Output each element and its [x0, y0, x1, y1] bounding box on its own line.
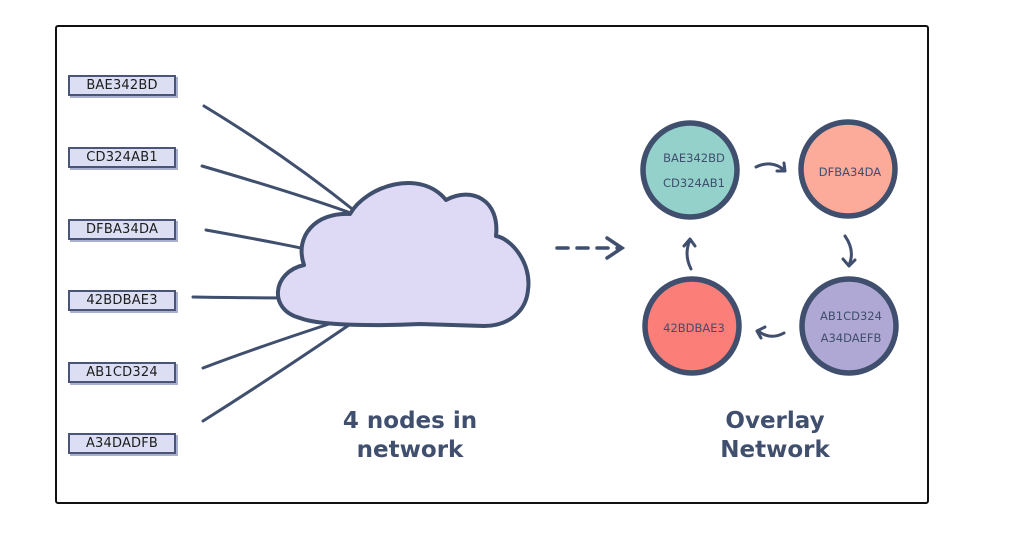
ring-arrow	[682, 237, 697, 271]
node-label: CD324AB1	[663, 176, 725, 190]
node-label: DFBA34DA	[819, 165, 882, 179]
node-label: BAE342BD	[663, 151, 725, 165]
ring-arrow	[841, 234, 857, 268]
ring-arrow	[754, 161, 787, 173]
network-cloud	[275, 181, 531, 328]
caption-network: 4 nodes in network	[320, 407, 500, 465]
caption-line: network	[356, 437, 464, 463]
connector-line	[201, 310, 370, 423]
node-id-box: DFBA34DA	[68, 219, 176, 240]
dashed-arrow	[555, 236, 626, 260]
overlay-node: 42BDBAE3	[642, 276, 742, 376]
node-id-box: 42BDBAE3	[68, 290, 176, 311]
node-id-box: BAE342BD	[68, 75, 176, 96]
node-id-box: AB1CD324	[68, 362, 176, 383]
overlay-node: DFBA34DA	[798, 119, 898, 219]
overlay-node: AB1CD324 A34DAEFB	[799, 276, 899, 376]
caption-overlay: Overlay Network	[690, 407, 860, 465]
caption-line: 4 nodes in	[342, 408, 478, 434]
node-label: 42BDBAE3	[663, 321, 725, 335]
overlay-node: BAE342BD CD324AB1	[640, 120, 740, 220]
connector-line	[200, 164, 350, 214]
caption-line: Network	[720, 437, 830, 463]
node-id-box: A34DADFB	[68, 433, 176, 454]
connector-line	[202, 104, 358, 214]
ring-arrow	[755, 325, 786, 340]
caption-line: Overlay	[725, 408, 825, 434]
node-label: A34DAEFB	[821, 331, 882, 345]
node-label: AB1CD324	[820, 309, 882, 323]
node-id-box: CD324AB1	[68, 147, 176, 168]
